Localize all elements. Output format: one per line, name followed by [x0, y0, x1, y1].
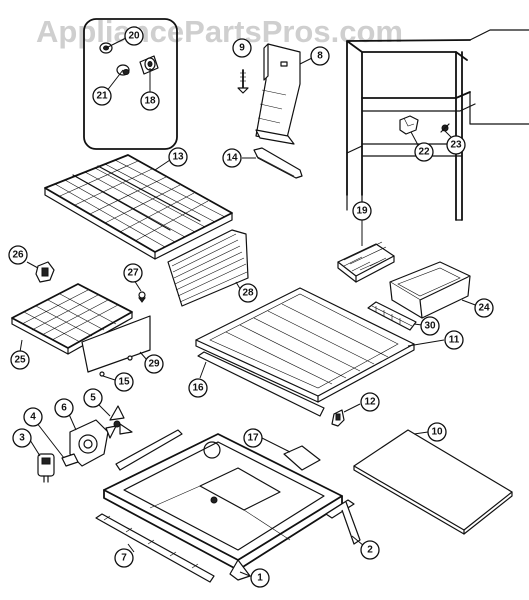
part-18-roller[interactable] — [139, 55, 159, 75]
callout-26[interactable]: 26 — [8, 245, 28, 265]
part-17-block[interactable] — [283, 445, 321, 471]
callout-19[interactable]: 19 — [352, 201, 372, 221]
part-23-screw[interactable] — [440, 123, 450, 133]
svg-text:10: 10 — [431, 427, 443, 438]
callout-20[interactable]: 20 — [124, 26, 144, 46]
svg-text:25: 25 — [14, 355, 26, 366]
svg-text:9: 9 — [239, 43, 245, 54]
part-11-glass-shelf[interactable] — [195, 287, 415, 403]
svg-text:20: 20 — [128, 31, 140, 42]
part-27-screw[interactable] — [138, 291, 146, 303]
part-21-nut[interactable] — [116, 64, 130, 76]
svg-text:7: 7 — [121, 553, 127, 564]
svg-text:12: 12 — [364, 397, 376, 408]
callout-14[interactable]: 14 — [222, 148, 242, 168]
callout-30[interactable]: 30 — [420, 316, 440, 336]
svg-text:21: 21 — [96, 91, 108, 102]
callout-22[interactable]: 22 — [414, 142, 434, 162]
svg-text:23: 23 — [450, 140, 462, 151]
svg-text:19: 19 — [356, 206, 368, 217]
part-26-clip[interactable] — [35, 261, 55, 283]
svg-text:2: 2 — [367, 545, 373, 556]
callout-25[interactable]: 25 — [10, 350, 30, 370]
callout-23[interactable]: 23 — [446, 135, 466, 155]
svg-text:26: 26 — [12, 250, 24, 261]
cabinet-frame — [346, 29, 529, 221]
part-4-bracket[interactable] — [61, 453, 79, 467]
callout-27[interactable]: 27 — [123, 263, 143, 283]
callout-4[interactable]: 4 — [23, 407, 43, 427]
part-5-fan[interactable] — [105, 405, 133, 439]
rail-left-upper — [115, 429, 183, 471]
part-9-screw[interactable] — [237, 69, 249, 94]
callout-17[interactable]: 17 — [243, 428, 263, 448]
svg-text:30: 30 — [424, 321, 436, 332]
svg-text:28: 28 — [242, 288, 254, 299]
part-19-ice-tray[interactable] — [337, 241, 395, 283]
part-14-rail[interactable] — [253, 147, 303, 179]
callout-1[interactable]: 1 — [250, 568, 270, 588]
callout-12[interactable]: 12 — [360, 392, 380, 412]
callout-21[interactable]: 21 — [92, 86, 112, 106]
callout-3[interactable]: 3 — [12, 428, 32, 448]
svg-text:4: 4 — [30, 412, 36, 423]
callout-15[interactable]: 15 — [114, 372, 134, 392]
svg-text:13: 13 — [172, 152, 184, 163]
part-8-bracket[interactable] — [255, 43, 301, 145]
svg-text:27: 27 — [127, 268, 139, 279]
svg-text:17: 17 — [247, 433, 259, 444]
part-24-ice-bin[interactable] — [389, 261, 471, 319]
part-10-cover[interactable] — [353, 429, 513, 535]
part-30-seal[interactable] — [367, 301, 417, 331]
svg-text:18: 18 — [144, 96, 156, 107]
svg-text:5: 5 — [90, 393, 96, 404]
part-29-panel[interactable] — [81, 315, 151, 373]
svg-text:24: 24 — [478, 303, 490, 314]
callout-11[interactable]: 11 — [444, 330, 464, 350]
part-2-strip[interactable] — [325, 499, 361, 545]
svg-text:3: 3 — [19, 433, 25, 444]
callout-18[interactable]: 18 — [140, 91, 160, 111]
svg-text:8: 8 — [317, 51, 323, 62]
callout-24[interactable]: 24 — [474, 298, 494, 318]
part-15-screws[interactable] — [99, 355, 133, 377]
svg-text:29: 29 — [148, 359, 160, 370]
part-22-clip[interactable] — [399, 115, 419, 135]
callout-6[interactable]: 6 — [54, 398, 74, 418]
part-1-bottom-pan[interactable] — [103, 433, 343, 581]
svg-text:6: 6 — [61, 403, 67, 414]
svg-text:22: 22 — [418, 147, 430, 158]
svg-text:15: 15 — [118, 377, 130, 388]
part-28-cover[interactable] — [167, 229, 249, 307]
part-6-plate[interactable] — [69, 419, 109, 467]
part-25-grille[interactable] — [11, 283, 133, 355]
callout-5[interactable]: 5 — [83, 388, 103, 408]
callout-2[interactable]: 2 — [360, 540, 380, 560]
callout-29[interactable]: 29 — [144, 354, 164, 374]
part-12-bracket[interactable] — [331, 409, 345, 427]
part-3-motor[interactable] — [37, 453, 55, 483]
svg-text:1: 1 — [257, 573, 263, 584]
callout-7[interactable]: 7 — [114, 548, 134, 568]
svg-text:14: 14 — [226, 153, 238, 164]
callout-8[interactable]: 8 — [310, 46, 330, 66]
callout-13[interactable]: 13 — [168, 147, 188, 167]
callout-9[interactable]: 9 — [232, 38, 252, 58]
svg-text:16: 16 — [192, 383, 204, 394]
part-16-trim[interactable] — [197, 351, 325, 417]
callout-28[interactable]: 28 — [238, 283, 258, 303]
part-7-strip[interactable] — [95, 513, 215, 583]
detail-inset — [83, 18, 178, 150]
callout-16[interactable]: 16 — [188, 378, 208, 398]
part-13-wire-shelf[interactable] — [44, 154, 233, 260]
callout-10[interactable]: 10 — [427, 422, 447, 442]
svg-text:11: 11 — [449, 335, 460, 346]
